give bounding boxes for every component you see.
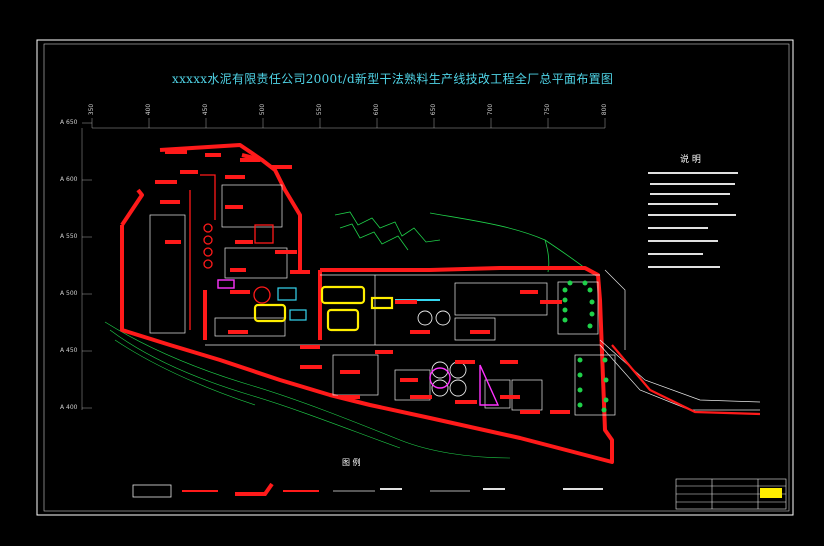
silos bbox=[417, 310, 467, 397]
greenbelt-dots bbox=[562, 280, 609, 413]
grid-top-label: 400 bbox=[145, 103, 153, 116]
grid-top-label: 700 bbox=[487, 103, 495, 116]
notes-heading: 说 明 bbox=[680, 155, 701, 165]
grid-left-label: A 550 bbox=[60, 233, 78, 240]
green-contour bbox=[334, 211, 591, 273]
grid-left-label: A 500 bbox=[60, 290, 78, 297]
legend-heading: 图 例 bbox=[342, 458, 361, 467]
slope-hatch bbox=[104, 321, 511, 459]
exit-road bbox=[611, 344, 761, 416]
grid-top-label: 350 bbox=[88, 103, 96, 116]
notes-lines bbox=[648, 172, 738, 268]
grid-top-label: 450 bbox=[202, 103, 210, 116]
grid-top-label: 750 bbox=[544, 103, 552, 116]
magenta-items bbox=[217, 279, 500, 406]
grid-lines bbox=[81, 118, 606, 410]
grid-top-label: 650 bbox=[430, 103, 438, 116]
grid-left-label: A 600 bbox=[60, 176, 78, 183]
grid-left-label: A 650 bbox=[60, 119, 78, 126]
building-label-plates bbox=[155, 150, 570, 414]
grid-top-label: 500 bbox=[259, 103, 267, 116]
grid-left-label: A 400 bbox=[60, 404, 78, 411]
secondary-roads bbox=[205, 269, 761, 411]
grid-top-label: 550 bbox=[316, 103, 324, 116]
grid-top-label: 600 bbox=[373, 103, 381, 116]
plant-perimeter-road bbox=[120, 143, 614, 464]
kiln-line bbox=[189, 174, 274, 330]
inner-frame bbox=[43, 43, 790, 512]
grid-left-label: A 450 bbox=[60, 347, 78, 354]
legend bbox=[132, 482, 603, 498]
yellow-equipment bbox=[253, 285, 394, 332]
drawing-title: xxxxx水泥有限责任公司2000t/d新型干法熟料生产线技改工程全厂总平面布置… bbox=[172, 72, 614, 86]
buildings bbox=[149, 184, 616, 416]
grid-top-label: 800 bbox=[601, 103, 609, 116]
outer-frame bbox=[36, 39, 794, 516]
title-block bbox=[675, 478, 787, 510]
